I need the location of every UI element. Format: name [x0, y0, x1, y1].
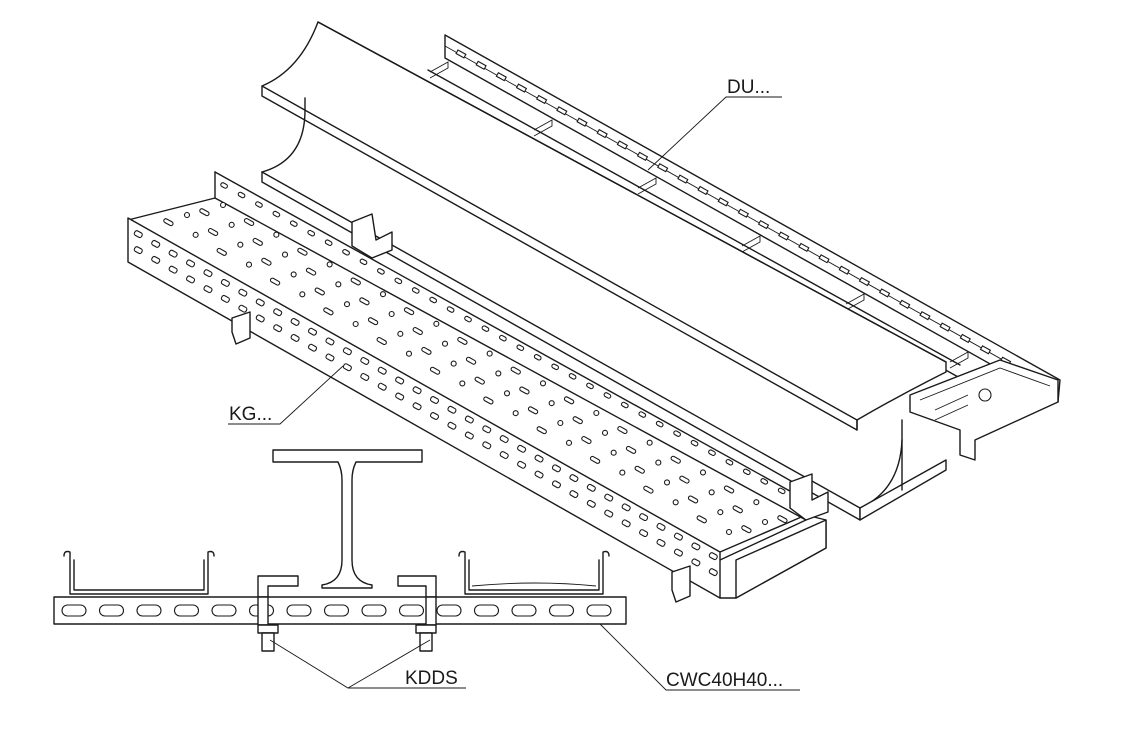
- leader-du: [647, 96, 782, 171]
- label-du: DU...: [727, 77, 770, 98]
- label-kg: KG...: [229, 404, 272, 425]
- leader-cwc: [599, 623, 800, 691]
- annotations: DU... KG... KDDS CWC40H40...: [228, 77, 800, 691]
- i-beam: [261, 21, 947, 521]
- section-view: [53, 449, 627, 652]
- perforated-tray: [127, 171, 829, 603]
- label-cwc: CWC40H40...: [666, 670, 783, 691]
- label-kdds: KDDS: [405, 668, 458, 689]
- leader-kg: [228, 365, 344, 425]
